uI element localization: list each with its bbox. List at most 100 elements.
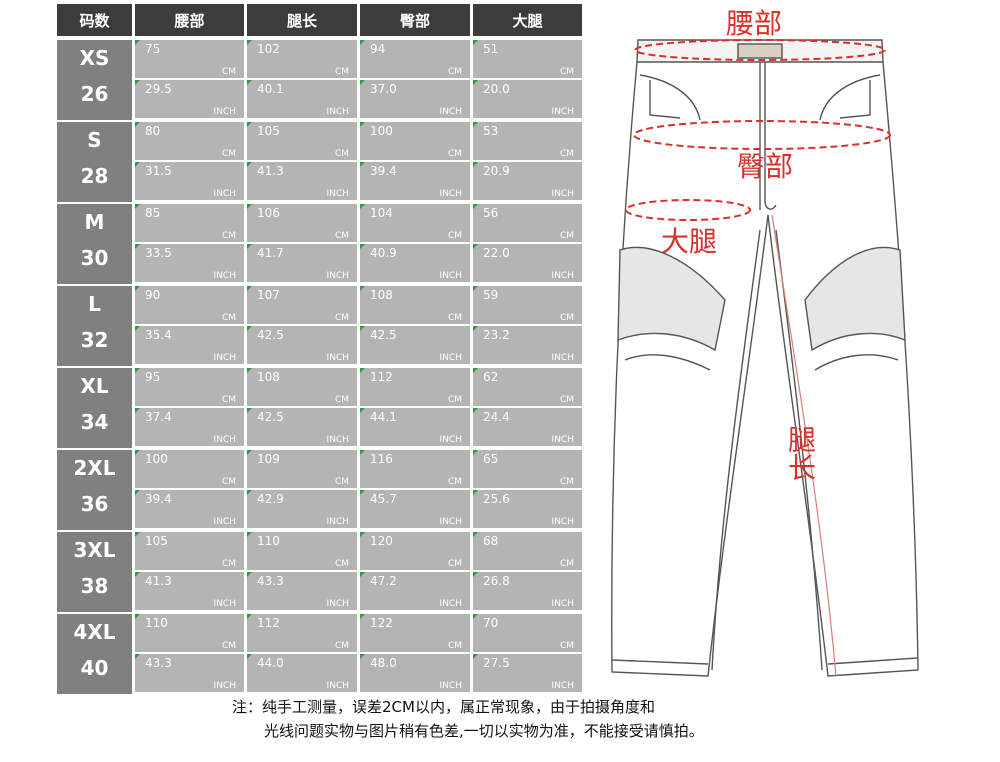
- cm-unit: CM: [221, 559, 236, 569]
- inch-unit: INCH: [213, 681, 236, 691]
- size-number: 30: [80, 246, 109, 270]
- cm-unit: CM: [221, 641, 236, 651]
- inch-unit: INCH: [326, 517, 349, 527]
- cm-unit: CM: [334, 559, 349, 569]
- right-knee-panel: [804, 246, 906, 352]
- cm-unit: CM: [221, 149, 236, 159]
- cell-marker: [247, 572, 252, 577]
- cell-marker: [360, 490, 365, 495]
- waist-measure-line: [634, 39, 886, 61]
- inch-value: 35.4: [145, 328, 172, 342]
- cm-unit: CM: [559, 149, 574, 159]
- inch-value: 42.9: [257, 492, 284, 506]
- inch-unit: INCH: [551, 599, 574, 609]
- measurement-note: 注：纯手工测量，误差2CM以内，属正常现象，由于拍摄角度和 光线问题实物与图片稍…: [232, 695, 704, 743]
- cell-marker: [247, 490, 252, 495]
- left-knee-panel: [617, 246, 726, 352]
- size-code: 4XL: [73, 620, 116, 644]
- cell-marker: [473, 244, 478, 249]
- length-measure-line: [771, 214, 837, 677]
- inch-value: 41.7: [257, 246, 284, 260]
- cm-value: 122: [370, 616, 393, 630]
- waist-label-patch: [737, 43, 783, 59]
- cell-marker: [247, 80, 252, 85]
- cell-marker: [135, 450, 140, 455]
- cell-marker: [247, 162, 252, 167]
- cell-marker: [247, 286, 252, 291]
- cm-unit: CM: [221, 395, 236, 405]
- inch-unit: INCH: [213, 517, 236, 527]
- right-pocket: [819, 74, 881, 121]
- inch-unit: INCH: [326, 599, 349, 609]
- cell-marker: [360, 614, 365, 619]
- inch-value: 41.3: [145, 574, 172, 588]
- cm-value: 94: [370, 42, 386, 56]
- inch-unit: INCH: [551, 435, 574, 445]
- size-cell: M 30: [57, 204, 132, 284]
- cm-value: 90: [145, 288, 161, 302]
- left-leg-outline: [611, 61, 769, 677]
- cell-marker: [473, 122, 478, 127]
- inch-unit: INCH: [439, 271, 462, 281]
- cell-marker: [360, 122, 365, 127]
- inch-value: 22.0: [483, 246, 510, 260]
- inch-unit: INCH: [551, 353, 574, 363]
- inch-unit: INCH: [439, 681, 462, 691]
- inch-value: 37.0: [370, 82, 397, 96]
- cell-marker: [135, 572, 140, 577]
- cm-unit: CM: [334, 313, 349, 323]
- cm-value: 70: [483, 616, 499, 630]
- inch-unit: INCH: [213, 189, 236, 199]
- inch-value: 44.1: [370, 410, 397, 424]
- cm-unit: CM: [334, 641, 349, 651]
- inch-value: 27.5: [483, 656, 510, 670]
- cm-value: 108: [257, 370, 280, 384]
- left-pocket: [639, 74, 701, 121]
- cell-marker: [135, 40, 140, 45]
- header-1: 腰部: [135, 4, 244, 36]
- inch-value: 48.0: [370, 656, 397, 670]
- cm-value: 85: [145, 206, 161, 220]
- cm-value: 62: [483, 370, 499, 384]
- hip-measure-line: [633, 120, 891, 150]
- cm-value: 100: [370, 124, 393, 138]
- inch-unit: INCH: [213, 107, 236, 117]
- size-code: M: [84, 210, 105, 234]
- cm-unit: CM: [334, 395, 349, 405]
- size-number: 28: [80, 164, 109, 188]
- inch-unit: INCH: [439, 189, 462, 199]
- cell-marker: [360, 654, 365, 659]
- cell-marker: [135, 286, 140, 291]
- cm-unit: CM: [334, 149, 349, 159]
- cm-value: 108: [370, 288, 393, 302]
- inch-value: 40.1: [257, 82, 284, 96]
- inch-unit: INCH: [213, 599, 236, 609]
- cell-marker: [135, 532, 140, 537]
- inch-value: 29.5: [145, 82, 172, 96]
- cm-value: 110: [145, 616, 168, 630]
- cell-marker: [135, 162, 140, 167]
- cm-unit: CM: [221, 313, 236, 323]
- length-label: 腿长: [784, 425, 817, 481]
